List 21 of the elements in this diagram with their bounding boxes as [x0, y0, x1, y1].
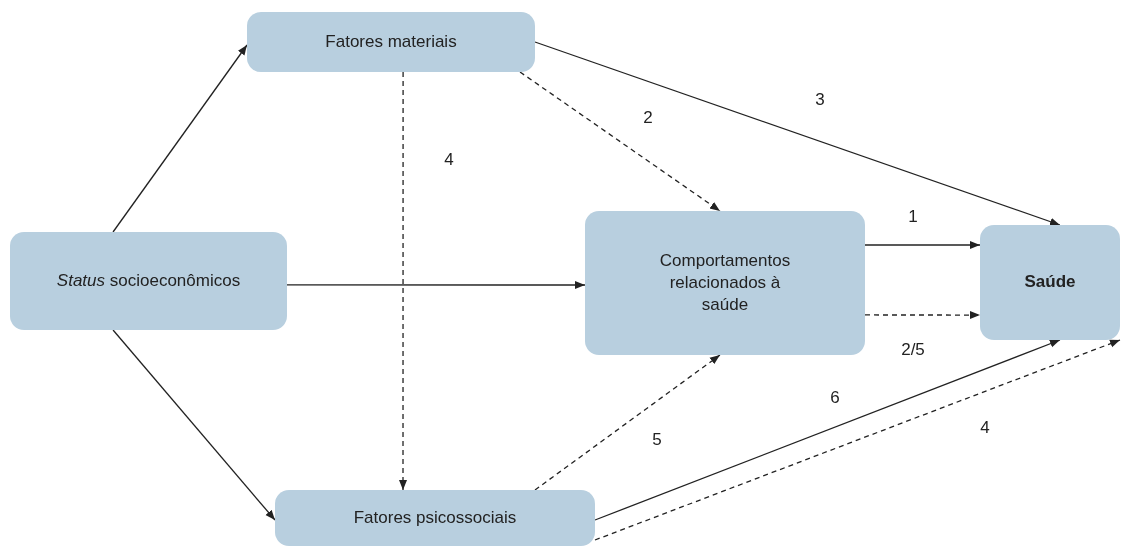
process-box — [275, 490, 595, 546]
arrow — [594, 339, 1061, 521]
node-label: Status socioeconômicos — [56, 269, 241, 292]
arrow — [864, 241, 981, 249]
arrow — [112, 44, 248, 233]
process-box — [10, 232, 287, 330]
arrow — [864, 311, 981, 320]
node-label: Fatores psicossociais — [353, 506, 517, 529]
node-label: Fatores materiais — [325, 30, 457, 53]
arrow — [286, 281, 586, 289]
arrow — [399, 71, 407, 491]
arrow — [112, 329, 276, 521]
process-box — [585, 211, 865, 355]
arrow — [534, 354, 721, 491]
arrow — [594, 339, 1121, 541]
node-label: Saúde — [1024, 271, 1076, 294]
process-box — [980, 225, 1120, 340]
arrow — [519, 71, 721, 212]
node-label: Comportamentos relacionados à saúde — [658, 249, 792, 317]
process-box — [247, 12, 535, 72]
arrow — [534, 41, 1061, 226]
